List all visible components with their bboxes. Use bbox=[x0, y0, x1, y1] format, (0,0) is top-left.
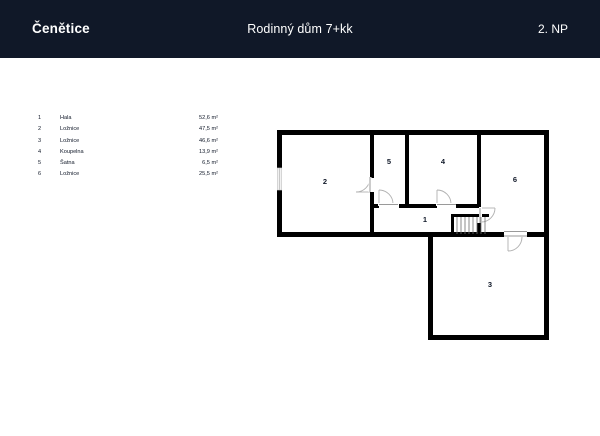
window-room2 bbox=[277, 167, 282, 191]
wall-exterior-bottom-right bbox=[527, 232, 549, 237]
room-legend: 1 Hala 52,6 m² 2 Ložnice 47,5 m² 3 Ložni… bbox=[38, 115, 218, 183]
door-room5-hall bbox=[378, 189, 398, 206]
legend-room-name: Ložnice bbox=[60, 126, 80, 133]
legend-room-area: 13,9 m² bbox=[199, 148, 218, 155]
list-item: 3 Ložnice 46,6 m² bbox=[38, 138, 218, 149]
wall-exterior-bottom-left-wing bbox=[277, 232, 433, 237]
walls-group bbox=[277, 130, 549, 340]
list-item: 5 Šatna 6,5 m² bbox=[38, 160, 218, 171]
wall-exterior-right-upper bbox=[544, 130, 549, 237]
legend-room-area: 6,5 m² bbox=[202, 160, 218, 167]
door-room4-hall bbox=[436, 189, 456, 206]
staircase-steps bbox=[456, 217, 486, 234]
wall-exterior-bottom-mid bbox=[428, 232, 504, 237]
legend-number: 4 bbox=[38, 148, 42, 155]
list-item: 6 Ložnice 25,5 m² bbox=[38, 171, 218, 182]
legend-room-name: Šatna bbox=[60, 160, 75, 167]
wall-exterior-top bbox=[277, 130, 549, 135]
wall-interior-room4-room6 bbox=[477, 130, 481, 208]
staircase-outline-left bbox=[451, 214, 454, 234]
wall-room3-right bbox=[544, 232, 549, 340]
wall-hall-top-seg-b bbox=[399, 204, 437, 208]
wall-interior-room5-room4 bbox=[405, 130, 409, 208]
list-item: 4 Koupelna 13,9 m² bbox=[38, 149, 218, 160]
door-room3 bbox=[504, 231, 527, 252]
page-title: Rodinný dům 7+kk bbox=[247, 22, 353, 36]
legend-number: 1 bbox=[38, 115, 42, 121]
wall-hall-right-lower bbox=[477, 223, 481, 237]
wall-room3-bottom bbox=[428, 335, 549, 340]
legend-room-area: 25,5 m² bbox=[199, 171, 218, 178]
legend-number: 6 bbox=[38, 171, 42, 178]
legend-number: 2 bbox=[38, 126, 42, 133]
room-label-3: 3 bbox=[488, 280, 492, 289]
legend-room-name: Ložnice bbox=[60, 171, 80, 178]
legend-number: 3 bbox=[38, 137, 42, 144]
room-label-5: 5 bbox=[387, 157, 391, 166]
door-room2-hall bbox=[355, 177, 372, 193]
legend-number: 5 bbox=[38, 160, 42, 167]
wall-exterior-left-lower bbox=[277, 190, 282, 237]
list-item: 2 Ložnice 47,5 m² bbox=[38, 126, 218, 137]
list-item: 1 Hala 52,6 m² bbox=[38, 115, 218, 126]
legend-room-name: Ložnice bbox=[60, 137, 80, 144]
legend-room-name: Hala bbox=[60, 115, 72, 121]
wall-hall-right-upper bbox=[477, 204, 481, 208]
room-label-2: 2 bbox=[323, 177, 327, 186]
floorplan-drawing: 2 5 4 6 1 3 bbox=[265, 120, 560, 355]
legend-room-name: Koupelna bbox=[60, 148, 84, 155]
legend-room-area: 52,6 m² bbox=[199, 115, 218, 121]
room-label-1: 1 bbox=[423, 215, 427, 224]
door-hall-room6 bbox=[479, 207, 496, 223]
room-label-4: 4 bbox=[441, 157, 446, 166]
staircase-outline bbox=[451, 214, 489, 217]
wall-hall-top-seg-a bbox=[370, 204, 379, 208]
wall-interior-room2-right-lower bbox=[370, 192, 374, 237]
legend-room-area: 47,5 m² bbox=[199, 126, 218, 133]
room-label-6: 6 bbox=[513, 175, 517, 184]
wall-hall-top-seg-c bbox=[456, 204, 481, 208]
header-location: Čenětice bbox=[32, 21, 90, 36]
wall-interior-room2-right bbox=[370, 130, 374, 178]
wall-room3-left bbox=[428, 232, 433, 340]
header-bar: Čenětice Rodinný dům 7+kk 2. NP bbox=[0, 0, 600, 58]
header-floor-label: 2. NP bbox=[537, 22, 568, 36]
legend-room-area: 46,6 m² bbox=[199, 137, 218, 144]
wall-exterior-left-upper bbox=[277, 130, 282, 168]
